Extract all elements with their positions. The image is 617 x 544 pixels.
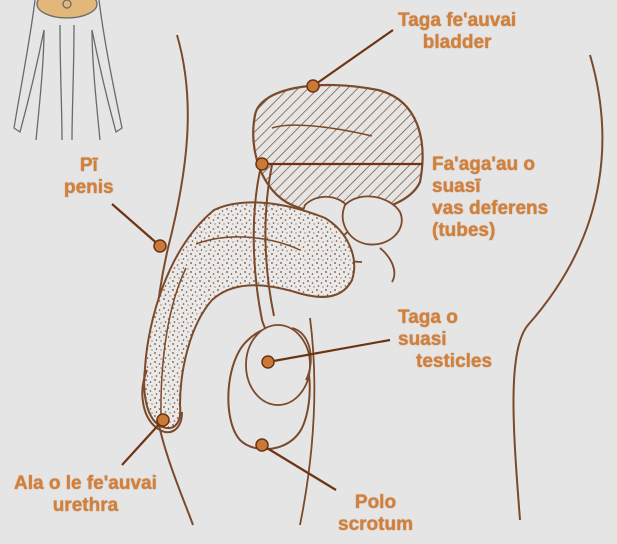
scrotum-label: Polo scrotum [338,492,413,536]
testicles-line-3: testicles [416,351,493,372]
leader-lines [111,29,422,491]
leg-outline [299,317,316,526]
scrotum-samoan: Polo [354,492,397,513]
vas-deferens-label: Fa'aga'au o suasī vas deferens (tubes) [432,154,548,242]
marker-dots [153,79,320,452]
epididymis-shape [291,327,312,381]
bladder-label: Taga fe'auvai bladder [398,10,516,54]
body-figure-icon [13,0,123,141]
penis-leader [111,203,161,247]
bladder-shape [252,83,424,215]
testicle-shape [245,324,311,406]
urethra-channel [160,236,301,421]
vas-marker [255,157,269,171]
testicles-marker [261,355,275,369]
back-outline [512,54,604,521]
scrotum-marker [255,438,269,452]
penis-english: penis [64,177,114,198]
urethra-label: Ala o le fe'auvai urethra [14,473,157,517]
bladder-marker [306,79,320,93]
testicles-leader [267,338,391,364]
penis-samoan: Pī [79,155,98,176]
penis-shape [143,201,356,430]
scrotum-leader [261,444,337,491]
bladder-samoan: Taga fe'auvai [398,10,517,31]
urethra-marker [156,413,170,427]
bladder-english: bladder [422,32,492,53]
scrotum-english: scrotum [338,514,413,535]
urethra-leader [121,419,164,466]
testicles-line-2: suasi [398,329,447,350]
penis-marker [153,239,167,253]
testicles-label: Taga o suasi testicles [398,307,492,373]
vas-line-2: suasī [432,176,481,197]
vas-line-1: Fa'aga'au o [432,154,536,175]
testicles-line-1: Taga o [398,307,458,328]
bladder-leader [312,29,394,87]
penis-label: Pī penis [64,155,114,199]
vas-line-4: (tubes) [432,220,496,241]
vas-line-3: vas deferens [432,198,549,219]
urethra-english: urethra [52,495,119,516]
urethra-samoan: Ala o le fe'auvai [14,473,157,494]
glans-shape [141,369,183,434]
